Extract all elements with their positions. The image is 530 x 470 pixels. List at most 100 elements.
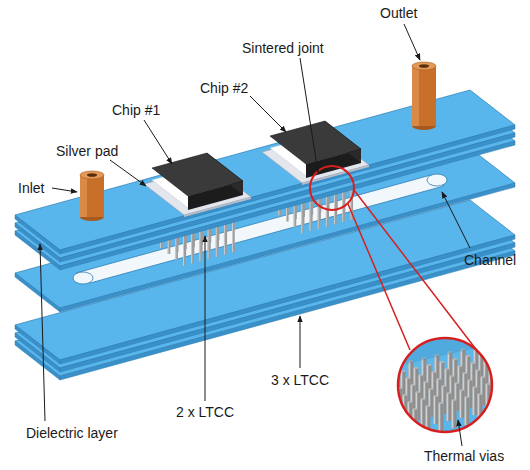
- via-top: [476, 369, 481, 371]
- via-highlight: [460, 390, 462, 418]
- drawing-part: [80, 175, 87, 217]
- leader-lines: [40, 24, 470, 446]
- via: [439, 403, 444, 431]
- via: [383, 367, 388, 395]
- via-top: [504, 387, 509, 389]
- drawing-part: [380, 300, 520, 370]
- drawing-part: [87, 173, 97, 177]
- sintered-joint-label: Sintered joint: [242, 40, 324, 56]
- drawing-part: [458, 420, 462, 446]
- via-top: [434, 395, 439, 397]
- via-top: [413, 408, 418, 410]
- via-top: [468, 379, 473, 381]
- via-top: [429, 388, 434, 390]
- drawing-part: [52, 188, 77, 192]
- silver-pad-label: Silver pad: [56, 143, 118, 159]
- via: [492, 350, 497, 378]
- via-highlight: [497, 357, 499, 385]
- via-top: [473, 386, 478, 388]
- via-highlight: [434, 396, 436, 424]
- via-highlight: [393, 381, 395, 409]
- drawing-part: [250, 96, 286, 132]
- drawing-part: [205, 236, 206, 401]
- chip-label: Chip #2: [200, 80, 248, 96]
- via: [499, 381, 504, 409]
- drawing-part: [427, 174, 447, 186]
- via: [502, 364, 507, 392]
- via-top: [465, 396, 470, 398]
- via: [517, 385, 522, 413]
- drawing-part: [300, 58, 318, 172]
- outlet-label: Outlet: [380, 5, 417, 21]
- via: [465, 397, 470, 425]
- ltcc-label: 2 x LTCC: [176, 404, 234, 420]
- via-top: [502, 363, 507, 365]
- via-top: [471, 362, 476, 364]
- via-highlight: [426, 406, 428, 434]
- dielectric-label: Dielectric layer: [26, 425, 118, 441]
- via-top: [432, 371, 437, 373]
- drawing-part: [383, 342, 522, 437]
- via-top: [452, 399, 457, 401]
- via-top: [486, 383, 491, 385]
- drawing-part: [152, 153, 243, 196]
- via-top: [396, 363, 401, 365]
- via: [216, 223, 219, 257]
- via-highlight: [439, 403, 441, 431]
- via: [421, 399, 426, 427]
- via-top: [494, 373, 499, 375]
- via-top: [439, 402, 444, 404]
- via-highlight: [452, 400, 454, 428]
- via: [334, 190, 337, 224]
- via-highlight: [447, 393, 449, 421]
- via: [393, 381, 398, 409]
- drawing-part: [40, 244, 45, 421]
- via: [434, 396, 439, 424]
- via: [318, 195, 321, 229]
- via-top: [416, 391, 421, 393]
- via-top: [414, 367, 419, 369]
- via-highlight: [388, 374, 390, 402]
- via-top: [442, 385, 447, 387]
- via-top: [426, 405, 431, 407]
- via: [507, 371, 512, 399]
- via-highlight: [350, 186, 352, 220]
- drawing-part: [419, 64, 429, 68]
- via-top: [481, 376, 486, 378]
- drawing-part: [110, 160, 146, 186]
- via-top: [445, 368, 450, 370]
- drawing-part: [412, 62, 436, 70]
- via-highlight: [191, 230, 193, 264]
- drawing-part: [380, 370, 520, 470]
- via: [301, 199, 304, 233]
- via-top: [463, 372, 468, 374]
- via: [309, 197, 312, 231]
- via-top: [507, 370, 512, 372]
- via-top: [458, 365, 463, 367]
- drawing-part: [300, 316, 301, 368]
- via-top: [383, 366, 388, 368]
- via: [388, 374, 393, 402]
- via-top: [478, 393, 483, 395]
- via: [191, 230, 194, 264]
- via-highlight: [465, 397, 467, 425]
- via-top: [393, 380, 398, 382]
- drawing-part: [348, 204, 410, 350]
- zoom-callout: [310, 166, 522, 470]
- via: [473, 387, 478, 415]
- via-top: [512, 377, 517, 379]
- via-highlight: [512, 378, 514, 406]
- via-highlight: [215, 223, 217, 257]
- via-highlight: [317, 195, 319, 229]
- via-top: [447, 392, 452, 394]
- drawing-part: [412, 66, 419, 126]
- drawing-part: [144, 120, 172, 164]
- via-highlight: [499, 381, 501, 409]
- drawing-part: [404, 24, 420, 60]
- via: [208, 225, 211, 259]
- drawing-part: [398, 338, 492, 432]
- via: [512, 378, 517, 406]
- drawing-part: [354, 190, 488, 365]
- via-top: [460, 389, 465, 391]
